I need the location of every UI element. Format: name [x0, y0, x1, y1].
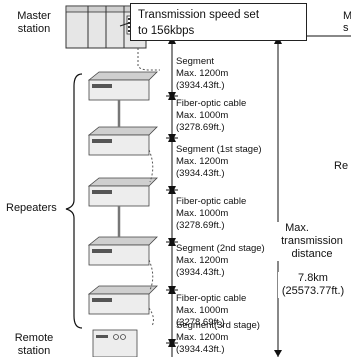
- segment-dimension-arrows: [168, 36, 176, 347]
- remote-label-line1: Remote: [14, 332, 54, 344]
- repeater-icon: [87, 177, 158, 207]
- max-distance-arrow-bottom: [274, 350, 282, 357]
- segment-ft: (3934.43ft.): [176, 267, 225, 278]
- master-cable: [137, 48, 160, 71]
- repeater-icon: [87, 126, 158, 156]
- segment-max: Max. 1200m: [176, 332, 229, 343]
- segment-title: Fiber-optic cable: [176, 293, 247, 304]
- fiber-cable-label: Fiber-optic cable Max. 1000m (3278.69ft.…: [176, 293, 246, 329]
- master-label-line2: station: [17, 23, 51, 35]
- segment-title: Fiber-optic cable: [176, 98, 247, 109]
- segment-ft: (3934.43ft.): [176, 168, 225, 179]
- max-distance-km: 7.8km: [298, 272, 328, 284]
- repeaters-brace: [65, 73, 83, 329]
- repeaters-label: Repeaters: [6, 202, 57, 214]
- repeater-icon: [87, 236, 158, 266]
- segment-ft: (3278.69ft.): [176, 122, 225, 133]
- segment-ft: (3278.69ft.): [176, 220, 225, 231]
- segment-max: Max. 1000m: [176, 305, 229, 316]
- segment-label: Segment (2nd stage) Max. 1200m (3934.43f…: [176, 243, 265, 279]
- remote-station-icon: [92, 329, 138, 357]
- segment-cable: [148, 307, 154, 327]
- segment-cable: [148, 259, 154, 291]
- clipped-text-middle: Re: [334, 160, 349, 172]
- repeater-stack: [87, 71, 158, 315]
- callout-line2: to 156kbps: [138, 25, 195, 37]
- segment-label: Segment(3rd stage) Max. 1200m (3934.43ft…: [176, 320, 260, 356]
- segment-title: Segment (2nd stage): [176, 243, 265, 254]
- remote-station-label: Remote station: [8, 332, 60, 357]
- max-distance-line3: distance: [291, 248, 333, 260]
- clipped-text-top-2: s: [343, 22, 349, 34]
- segment-title: Fiber-optic cable: [176, 196, 247, 207]
- master-station-label: Master station: [8, 10, 60, 36]
- segment-max: Max. 1200m: [176, 255, 229, 266]
- max-distance-line1: Max.: [285, 222, 309, 234]
- max-distance-value: 7.8km (25573.77ft.): [278, 272, 348, 298]
- segment-max: Max. 1000m: [176, 208, 229, 219]
- segment-max: Max. 1200m: [176, 156, 229, 167]
- max-distance-ft: (25573.77ft.): [281, 285, 345, 297]
- segment-ft: (3934.43ft.): [176, 344, 225, 355]
- remote-label-line2: station: [17, 345, 51, 357]
- callout-line1: Transmission speed set: [138, 9, 260, 21]
- transmission-speed-callout: Transmission speed set to 156kbps: [130, 3, 307, 41]
- segment-cable: [148, 149, 154, 183]
- max-distance-line2: transmission: [281, 235, 343, 247]
- segment-label: Segment (1st stage) Max. 1200m (3934.43f…: [176, 144, 262, 180]
- segment-title: Segment(3rd stage): [176, 320, 260, 331]
- segment-title: Segment (1st stage): [176, 144, 262, 155]
- fiber-cable-label: Fiber-optic cable Max. 1000m (3278.69ft.…: [176, 98, 246, 134]
- segment-label: Segment Max. 1200m (3934.43ft.): [176, 56, 228, 92]
- clipped-text-top: M: [343, 10, 351, 22]
- max-distance-label: Max. transmission distance: [276, 222, 348, 261]
- fiber-cable-label: Fiber-optic cable Max. 1000m (3278.69ft.…: [176, 196, 246, 232]
- segment-ft: (3278.69ft.): [176, 317, 225, 328]
- segment-max: Max. 1200m: [176, 68, 229, 79]
- repeater-icon: [87, 71, 158, 101]
- repeater-icon: [87, 285, 158, 315]
- segment-ft: (3934.43ft.): [176, 80, 225, 91]
- segment-title: Segment: [176, 56, 215, 67]
- segment-max: Max. 1000m: [176, 110, 229, 121]
- master-label-line1: Master: [17, 10, 51, 22]
